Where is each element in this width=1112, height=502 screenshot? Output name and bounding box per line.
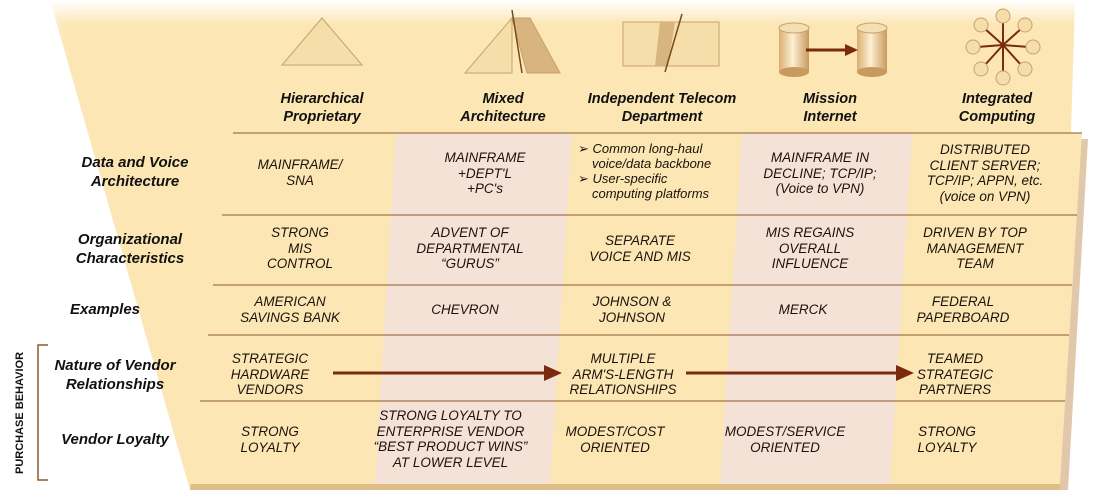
panel-col-4 xyxy=(720,133,912,484)
arrowhead-2 xyxy=(896,365,914,381)
arrowhead-1 xyxy=(544,365,562,381)
cylinders-arrow-icon xyxy=(778,22,888,77)
row-rules xyxy=(200,132,1082,402)
row-label-examples: Examples xyxy=(69,301,141,318)
icons-row xyxy=(280,8,1041,86)
row-label-vendor-loyalty: Vendor Loyalty xyxy=(61,431,169,448)
purchase-behavior-label: PURCHASE BEHAVIOR xyxy=(14,351,26,474)
split-rectangle-icon xyxy=(622,13,720,73)
cell-r0-c0: MAINFRAME/SNA xyxy=(257,157,343,188)
hub-network-icon xyxy=(965,8,1041,86)
split-triangle-icon xyxy=(463,9,561,74)
cell-r2-c3: MERCK xyxy=(778,302,828,317)
purchase-bracket xyxy=(37,344,48,481)
cell-r2-c2: JOHNSON &JOHNSON xyxy=(592,294,672,325)
panel-col-2 xyxy=(375,133,572,484)
cell-r0-c1: MAINFRAME+DEPT'L+PC's xyxy=(444,150,526,196)
triangle-icon xyxy=(280,17,364,66)
progression-arrows xyxy=(333,365,914,381)
cell-r2-c1: CHEVRON xyxy=(431,302,499,317)
